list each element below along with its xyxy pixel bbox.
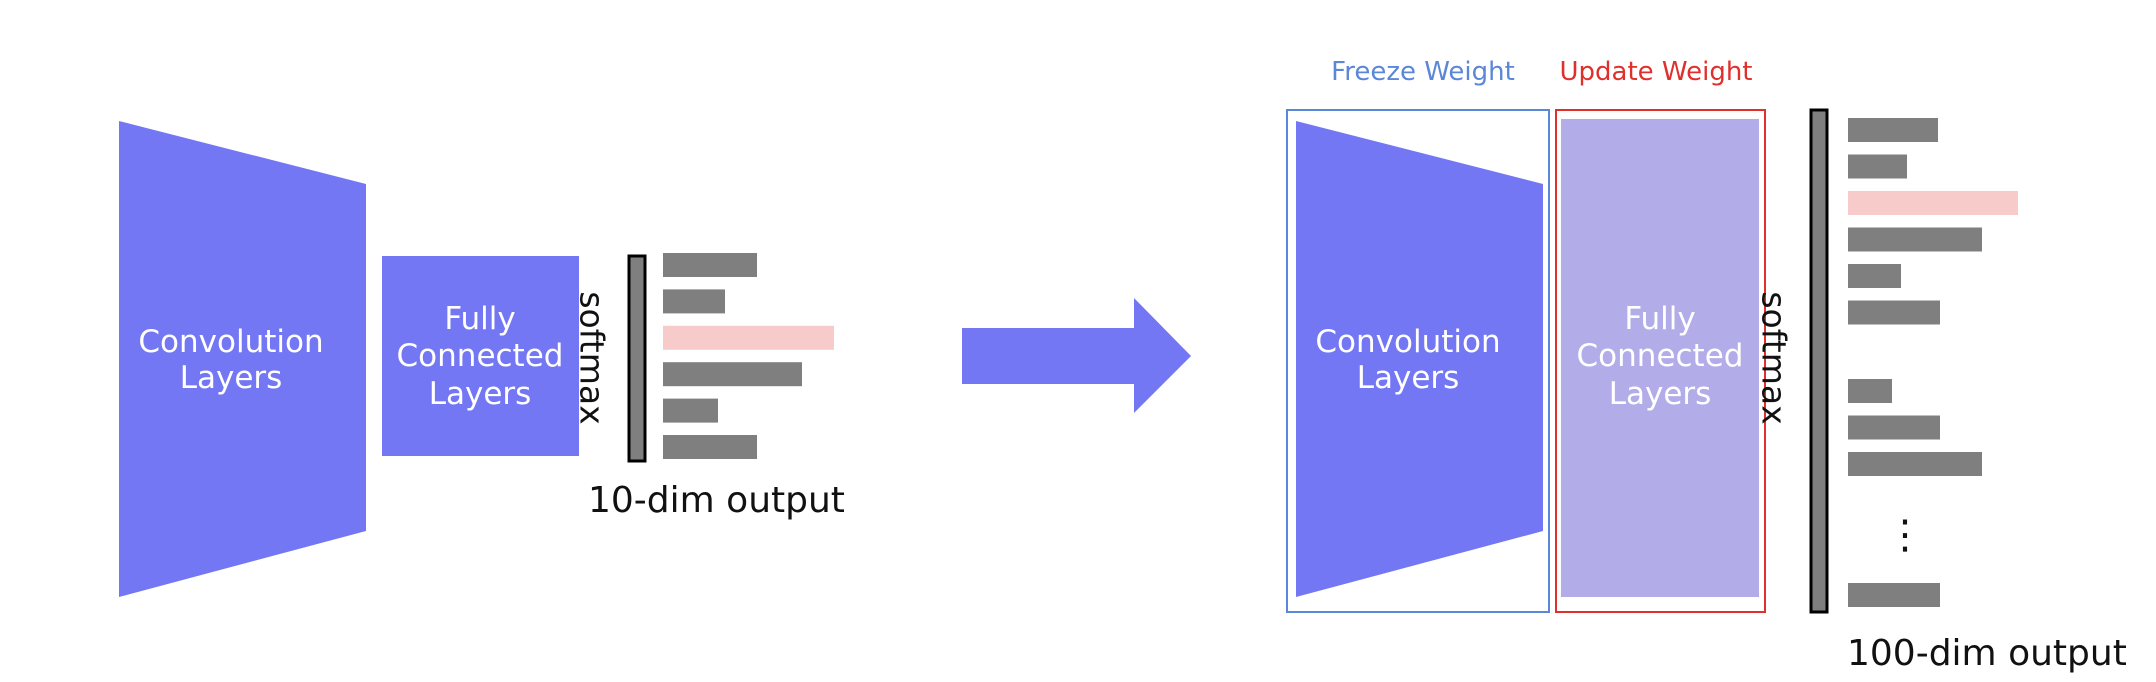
left-output-bar-6: [663, 435, 757, 459]
freeze-weight-label: Freeze Weight: [1331, 57, 1515, 87]
update-weight-label: Update Weight: [1559, 57, 1752, 87]
right-softmax-label: softmax: [1755, 291, 1794, 424]
right-conv-label-line2: Layers: [1357, 360, 1460, 396]
right-conv-layers-block: [1296, 121, 1543, 597]
right-output-top-bar-6: [1848, 300, 1940, 325]
right-output-top-bar-2: [1848, 154, 1907, 179]
left-output-bars: [663, 253, 834, 459]
right-output-bottom-bar-1: [1848, 379, 1892, 403]
right-output-top-bar-1: [1848, 118, 1938, 142]
right-fc-label-line2: Connected: [1577, 338, 1744, 374]
left-output-bar-2: [663, 289, 725, 314]
right-output-last-bar-1: [1848, 583, 1940, 607]
right-output-bottom-bar-2: [1848, 415, 1940, 440]
right-fc-label-line1: Fully: [1624, 301, 1695, 337]
left-softmax-bar: [627, 254, 647, 463]
right-output-label: 100-dim output: [1847, 633, 2127, 674]
update-weight-frame: [1555, 109, 1766, 613]
right-output-bars: [1848, 118, 2018, 607]
right-conv-label-line1: Convolution: [1315, 324, 1500, 360]
transition-arrow: [962, 298, 1191, 413]
right-output-bottom-bar-3: [1848, 452, 1982, 476]
left-softmax-label: softmax: [573, 291, 612, 424]
right-softmax-bar: [1809, 108, 1829, 614]
right-output-top-bar-4: [1848, 227, 1982, 252]
left-fc-layers-block: [382, 256, 579, 456]
left-conv-label-line1: Convolution: [138, 324, 323, 360]
right-fc-layers-block: [1561, 119, 1759, 597]
freeze-weight-frame: [1286, 109, 1550, 613]
left-output-bar-4: [663, 362, 802, 387]
left-fc-label-line2: Connected: [397, 338, 564, 374]
right-output-top-bar-3: [1848, 191, 2018, 215]
left-output-bar-5: [663, 398, 718, 423]
left-conv-layers-block: [119, 121, 366, 597]
left-conv-label-line2: Layers: [180, 360, 283, 396]
right-output-top-bar-5: [1848, 264, 1901, 288]
left-output-label: 10-dim output: [588, 480, 845, 521]
right-fc-label-line3: Layers: [1609, 376, 1712, 412]
left-fc-label-line3: Layers: [429, 376, 532, 412]
left-output-bar-1: [663, 253, 757, 277]
right-ellipsis: ⋮: [1885, 512, 1925, 558]
left-output-bar-3: [663, 325, 834, 350]
left-fc-label-line1: Fully: [444, 301, 515, 337]
